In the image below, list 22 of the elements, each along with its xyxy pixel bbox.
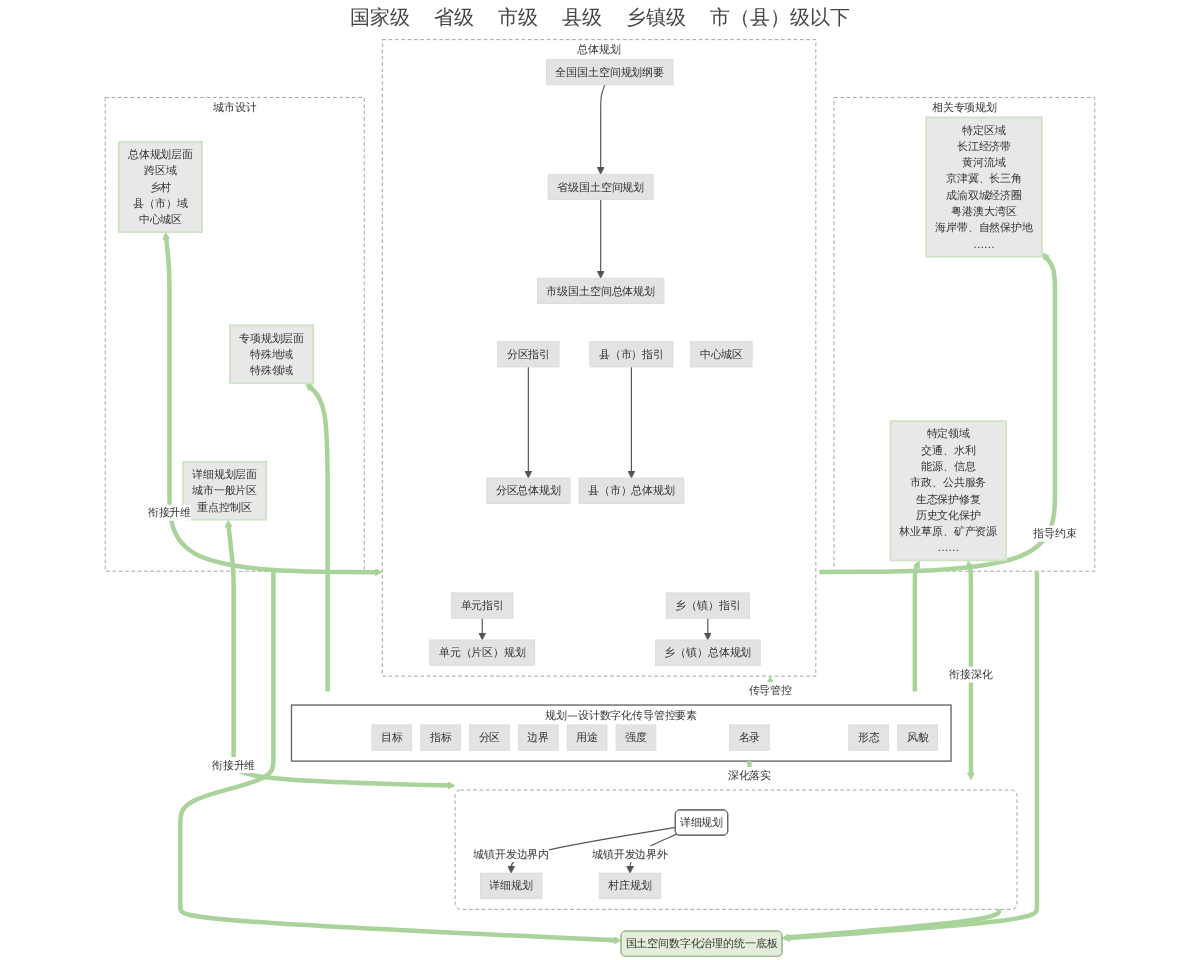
level-label: 省级 [434,5,474,32]
arrow [782,570,1040,942]
cluster [454,789,1018,910]
arrow [162,232,383,577]
level-label: 市级 [498,5,538,32]
arrow [966,560,975,781]
arrow [305,383,330,692]
level-label: 乡镇级 [626,5,686,32]
arrow [912,560,921,692]
level-label: 县级 [562,6,602,32]
arrow [178,570,622,945]
arrow [596,199,605,279]
arrow [782,908,1002,942]
arrow [524,366,533,479]
arrow [596,84,606,175]
level-label: 国家级 [350,5,410,32]
level-label: 市（县）级以下 [710,5,850,32]
arrow [627,366,636,479]
arrow [478,617,487,641]
arrow [819,252,1058,575]
arrow [224,519,456,790]
arrow [703,617,712,641]
